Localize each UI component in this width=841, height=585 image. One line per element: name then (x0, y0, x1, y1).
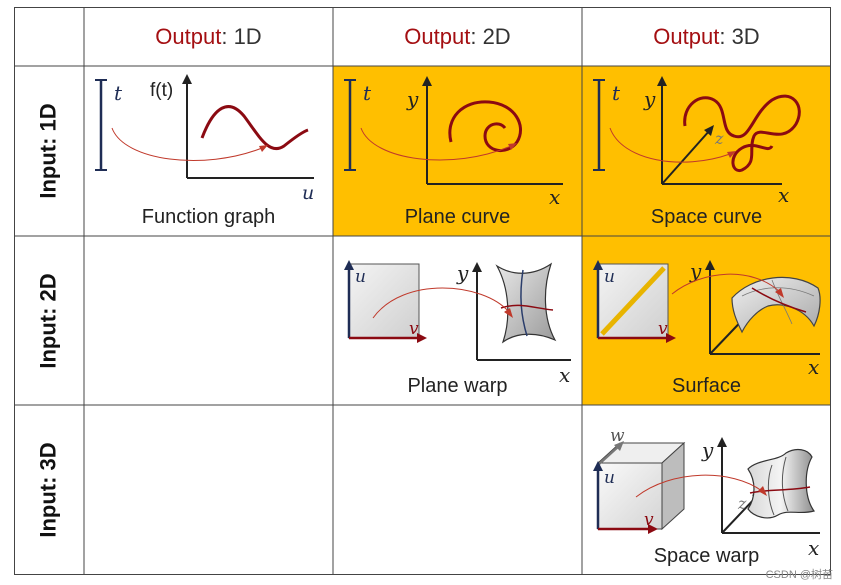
header-output-3d: Output: 3D (582, 7, 831, 66)
axis-label-y: y (406, 87, 419, 111)
axis-label-ft: f(t) (150, 80, 173, 101)
axis-label-v: v (644, 510, 654, 530)
axis-label-y: y (456, 261, 469, 285)
row-label-text: Input: 2D (36, 272, 62, 369)
caption-surface: Surface (672, 375, 741, 397)
axis-label-u: u (604, 267, 615, 287)
z-axis (661, 129, 711, 185)
axis-label-v: v (409, 319, 419, 339)
row-label-text: Input: 1D (36, 103, 62, 199)
cell-empty-3d-1d (84, 405, 333, 575)
axis-label-v: v (658, 319, 668, 339)
axis-label-y: y (689, 259, 702, 283)
axis-label-w: w (610, 426, 625, 446)
header-dim-label: : 2D (470, 23, 511, 49)
caption-plane-curve: Plane curve (404, 206, 511, 228)
cell-empty-2d-1d (84, 236, 333, 405)
axis-label-u: u (302, 182, 314, 204)
spiral-curve (448, 100, 522, 152)
cell-function-graph: t f(t) u Function graph (84, 66, 333, 236)
header-output-1d: Output: 1D (84, 7, 333, 66)
caption-space-warp: Space warp (653, 545, 760, 567)
row-label-text: Input: 3D (36, 442, 62, 538)
axis-label-t: t (363, 81, 372, 105)
axis-label-t: t (114, 81, 123, 105)
space-curve-knot (683, 94, 801, 173)
axis-label-z: z (714, 129, 724, 148)
cell-space-warp: w u v y x z Space warp (582, 405, 831, 575)
axis-label-t: t (612, 81, 621, 105)
watermark: CSDN @树苗 (765, 569, 833, 581)
axis-label-y: y (643, 87, 656, 111)
axis-label-u: u (355, 267, 366, 287)
cell-surface: u v y x z Surface (582, 236, 831, 405)
caption-space-curve: Space curve (650, 206, 763, 228)
mapping-arrow (609, 127, 731, 163)
cell-space-curve: t y x z Space curve (582, 66, 831, 236)
caption-plane-warp: Plane warp (407, 375, 508, 397)
axis-label-x: x (778, 183, 789, 207)
parametric-mapping-table: Output: 1D Output: 2D Output: 3D Input: … (14, 7, 831, 575)
row-label-input-1d: Input: 1D (14, 66, 84, 236)
surface-patch (731, 276, 821, 334)
header-output-2d: Output: 2D (333, 7, 582, 66)
row-label-input-3d: Input: 3D (14, 405, 84, 575)
cell-empty-3d-2d (333, 405, 582, 575)
caption-function-graph: Function graph (141, 206, 276, 228)
header-dim-label: : 3D (719, 23, 760, 49)
cell-plane-warp: u v y x Plane warp (333, 236, 582, 405)
header-dim-label: : 1D (221, 23, 262, 49)
axis-label-u: u (604, 468, 615, 488)
axis-label-z: z (737, 494, 747, 513)
row-label-input-2d: Input: 2D (14, 236, 84, 405)
corner-cell (14, 7, 84, 66)
cell-plane-curve: t y x Plane curve (333, 66, 582, 236)
axis-label-y: y (701, 438, 714, 462)
header-output-label: Output (653, 23, 720, 49)
header-output-label: Output (404, 23, 471, 49)
warped-volume (747, 448, 815, 519)
graph-curve (200, 105, 309, 151)
header-output-label: Output (155, 23, 222, 49)
